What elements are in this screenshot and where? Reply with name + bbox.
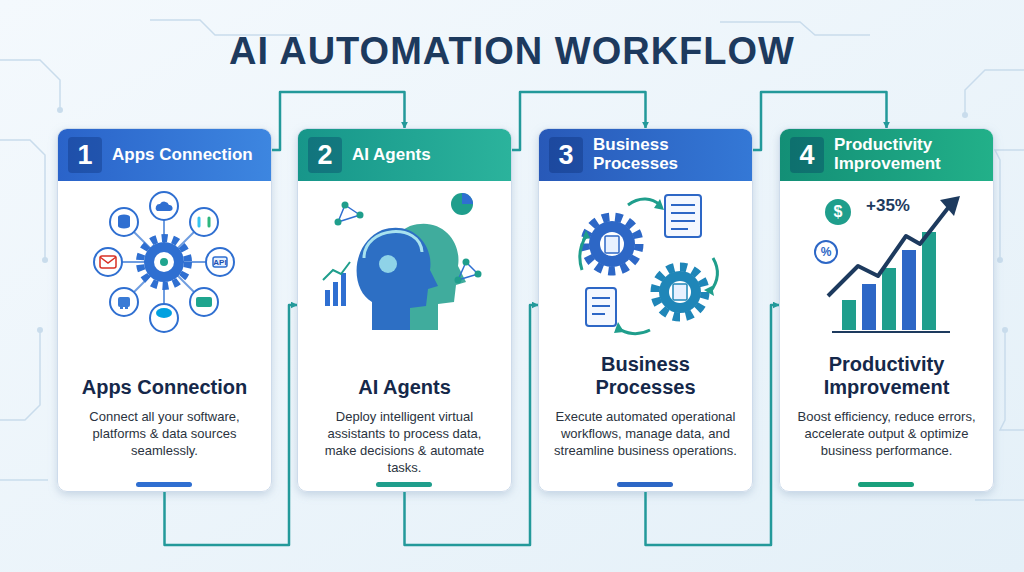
header-band: 3 Business Processes: [539, 129, 752, 181]
productivity-chart-icon: [815, 196, 960, 332]
step-title: Business Processes: [551, 351, 740, 399]
step-header: AI Agents: [352, 146, 431, 165]
step-description: Connect all your software, platforms & d…: [70, 409, 259, 460]
flow-connector: [646, 305, 780, 545]
card-grounds: [57, 128, 994, 492]
step-description: Execute automated operational workflows,…: [551, 409, 740, 460]
step-header: Productivity Improvement: [834, 136, 983, 173]
header-band: 4 Productivity Improvement: [780, 129, 993, 181]
apps-hub-icon: [94, 192, 234, 332]
diagram-title: AI AUTOMATION WORKFLOW: [0, 30, 1024, 73]
step-number: 2: [308, 137, 342, 173]
business-process-icon: [580, 195, 717, 334]
step-title: AI Agents: [310, 351, 499, 399]
step-number: 1: [68, 137, 102, 173]
step-description: Deploy intelligent virtual assistants to…: [310, 409, 499, 477]
step-card: Business ProcessesExecute automated oper…: [538, 128, 753, 492]
step-card: Productivity ImprovementBoost efficiency…: [779, 128, 994, 492]
step-description: Boost efficiency, reduce errors, acceler…: [792, 409, 981, 460]
step-title: Productivity Improvement: [792, 351, 981, 399]
header-band: 1 Apps Connection: [58, 129, 271, 181]
icon-label: %: [821, 245, 832, 259]
icon-label: API: [213, 258, 226, 267]
step-number: 3: [549, 137, 583, 173]
flow-connector: [165, 305, 298, 545]
step-header: Apps Connection: [112, 146, 253, 165]
step-card: Apps ConnectionConnect all your software…: [57, 128, 272, 492]
ai-agents-icon: [323, 193, 482, 330]
card-bottom-bars: [136, 482, 914, 487]
step-header: Business Processes: [593, 136, 742, 173]
circuit-lines: [0, 20, 1024, 500]
header-band: 2 AI Agents: [298, 129, 511, 181]
step-title: Apps Connection: [70, 351, 259, 399]
step-card: AI AgentsDeploy intelligent virtual assi…: [297, 128, 512, 492]
flow-connector: [405, 305, 539, 545]
icon-label: $: [834, 203, 843, 221]
step-number: 4: [790, 137, 824, 173]
icon-label: +35%: [866, 196, 910, 216]
